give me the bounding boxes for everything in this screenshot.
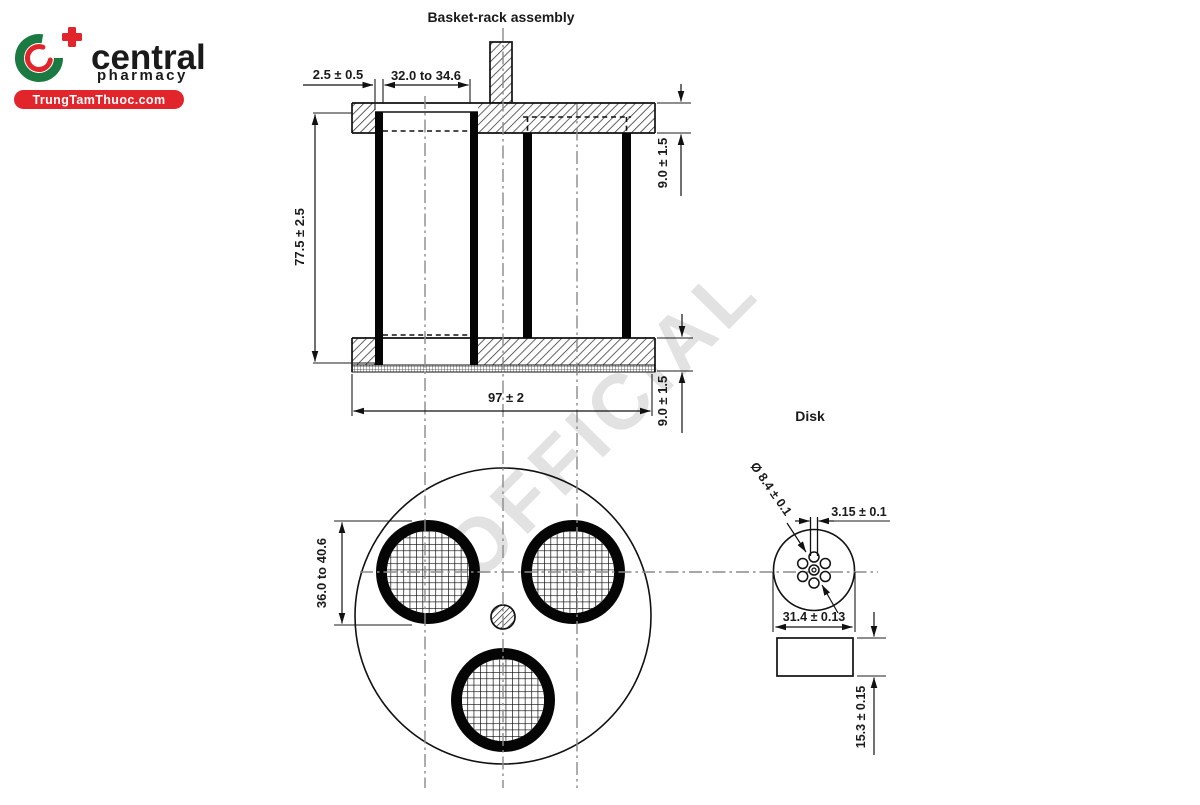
logo-tagline-text: pharmacy — [97, 67, 188, 84]
disk-side-view — [776, 637, 854, 677]
shaft — [489, 41, 513, 104]
tube-opening-left — [376, 520, 480, 624]
dim-top-plate-thickness: 9.0 ± 1.5 — [655, 138, 670, 189]
central-pharmacy-logo: central pharmacy TrungTamThuoc.com — [14, 27, 206, 109]
dim-disk-hole-diameter: 3.15 ± 0.1 — [831, 505, 887, 519]
dimension-lines — [303, 81, 878, 755]
dim-disk-diameter: 31.4 ± 0.13 — [783, 610, 846, 624]
dim-overall-diameter: 97 ± 2 — [488, 390, 524, 405]
tube-opening-bottom — [451, 648, 555, 752]
hidden-edges — [383, 116, 631, 336]
top-plate — [351, 102, 656, 134]
logo-plus-icon — [62, 27, 82, 47]
disk-holes — [796, 517, 832, 589]
logo-banner-text: TrungTamThuoc.com — [33, 93, 166, 107]
logo-c-green-arc — [15, 34, 63, 82]
rear-tube — [523, 133, 631, 338]
assembly-title: Basket-rack assembly — [427, 9, 574, 25]
tube-wall-left — [375, 112, 383, 365]
dim-bottom-plate-thickness: 9.0 ± 1.5 — [655, 376, 670, 427]
dim-wall-thickness: 2.5 ± 0.5 — [313, 67, 364, 82]
hole-leader — [821, 584, 839, 614]
sectioned-tube — [375, 111, 478, 365]
dim-disk-thickness: 15.3 ± 0.15 — [854, 686, 868, 749]
hole-circle-leader — [786, 522, 807, 553]
dim-tube-length: 77.5 ± 2.5 — [292, 208, 307, 266]
logo-banner-pill — [14, 90, 184, 109]
tube-wall-right — [470, 112, 478, 365]
disk-title: Disk — [795, 408, 825, 424]
dim-inner-diameter: 32.0 to 34.6 — [391, 68, 461, 83]
logo-brand-text: central — [91, 38, 206, 77]
dim-opening-diameter: 36.0 to 40.6 — [314, 538, 329, 608]
logo-c-red-arc — [24, 44, 53, 72]
